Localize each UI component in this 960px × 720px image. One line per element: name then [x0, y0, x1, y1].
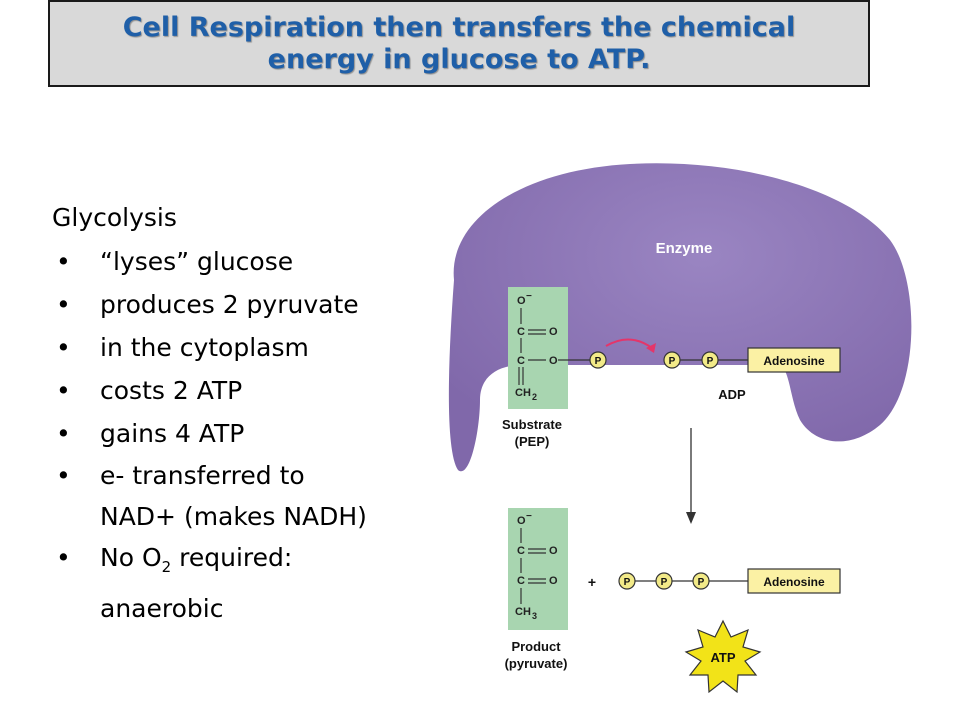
list-item: • in the cytoplasm [52, 326, 432, 369]
transfer-arrow [605, 338, 653, 349]
atp-phosphate-2-label: P [661, 577, 668, 588]
enzyme-diagram: Enzyme O − C O C O CH 2 Substrate (PEP) … [440, 160, 960, 720]
product-ch: CH [515, 606, 531, 618]
list-item: • No O2 required: anaerobic [52, 537, 432, 629]
notes-list: • “lyses” glucose • produces 2 pyruvate • i… [52, 240, 432, 629]
product-ch-sub: 3 [532, 611, 537, 621]
product-charge: − [526, 511, 532, 522]
list-item: • costs 2 ATP [52, 369, 432, 412]
adp-label: ADP [718, 387, 746, 402]
atp-burst-label: ATP [710, 650, 735, 665]
title-line-1: Cell Respiration then transfers the chem… [122, 11, 796, 43]
diagram-svg: Enzyme O − C O C O CH 2 Substrate (PEP) … [448, 163, 912, 694]
list-item-text: gains 4 ATP [100, 419, 245, 448]
product-o2: O [549, 545, 558, 557]
atp-adenosine-label: Adenosine [763, 575, 825, 589]
list-item-text-cont: anaerobic [100, 594, 224, 623]
adp-adenosine-box [747, 347, 841, 373]
list-item-text: costs 2 ATP [100, 376, 243, 405]
list-item: • “lyses” glucose [52, 240, 432, 283]
list-item-text: No O [100, 543, 162, 572]
substrate-o2: O [549, 326, 558, 338]
substrate-charge: − [526, 291, 532, 302]
adp-adenosine-label: Adenosine [763, 354, 825, 368]
list-item: • e- transferred to NAD+ (makes NADH) [52, 455, 432, 537]
reaction-arrow-head [686, 512, 696, 524]
product-c1: C [517, 545, 525, 557]
enzyme-label: Enzyme [656, 240, 713, 257]
atp-phosphate-3-label: P [698, 577, 705, 588]
substrate-box [508, 287, 568, 409]
substrate-phosphate [589, 351, 607, 369]
adp-phosphate-2-label: P [707, 356, 714, 367]
substrate-ch-sub: 2 [532, 392, 537, 402]
substrate-label-2: (PEP) [515, 434, 550, 449]
substrate-phosphate-label: P [595, 356, 602, 367]
bullet-icon: • [56, 543, 71, 572]
atp-chain: P P P Adenosine [618, 568, 841, 594]
bullet-icon: • [56, 333, 71, 362]
product-box [508, 508, 568, 630]
list-item-text: e- transferred to [100, 461, 305, 490]
bullet-icon: • [56, 376, 71, 405]
list-item: • produces 2 pyruvate [52, 283, 432, 326]
title-box: Cell Respiration then transfers the chem… [48, 0, 870, 87]
substrate-c1: C [517, 326, 525, 338]
list-item-text: in the cytoplasm [100, 333, 309, 362]
subscript: 2 [161, 558, 172, 576]
adp-chain: P P Adenosine [663, 347, 841, 373]
notes-heading: Glycolysis [52, 203, 177, 232]
bullet-icon: • [56, 290, 71, 319]
substrate-c2: C [517, 355, 525, 367]
substrate-bonds [518, 308, 590, 385]
product-o3: O [549, 575, 558, 587]
bullet-icon: • [56, 461, 71, 490]
glycolysis-notes: Glycolysis • “lyses” glucose • produces 2 … [52, 196, 432, 629]
bullet-icon: • [56, 419, 71, 448]
list-item-text: “lyses” glucose [100, 247, 294, 276]
product-bonds [520, 528, 546, 604]
enzyme-shape [448, 163, 912, 472]
substrate-label-1: Substrate [502, 417, 562, 432]
substrate-o1: O [517, 295, 526, 307]
atp-adenosine-box [747, 568, 841, 594]
list-item-text: produces 2 pyruvate [100, 290, 359, 319]
product-label-2: (pyruvate) [505, 656, 568, 671]
product-c2: C [517, 575, 525, 587]
substrate-ch: CH [515, 387, 531, 399]
atp-phosphate-1-label: P [624, 577, 631, 588]
product-o1: O [517, 515, 526, 527]
list-item-text: required: [179, 543, 293, 572]
transfer-arrow-head [646, 343, 656, 353]
list-item-text-cont: NAD+ (makes NADH) [100, 502, 367, 531]
title-line-2: energy in glucose to ATP. [267, 43, 651, 75]
atp-burst-icon [684, 619, 762, 694]
plus-sign: + [588, 574, 596, 590]
substrate-o3: O [549, 355, 558, 367]
adp-phosphate-1-label: P [669, 356, 676, 367]
list-item: • gains 4 ATP [52, 412, 432, 455]
bullet-icon: • [56, 247, 71, 276]
product-label-1: Product [511, 639, 561, 654]
